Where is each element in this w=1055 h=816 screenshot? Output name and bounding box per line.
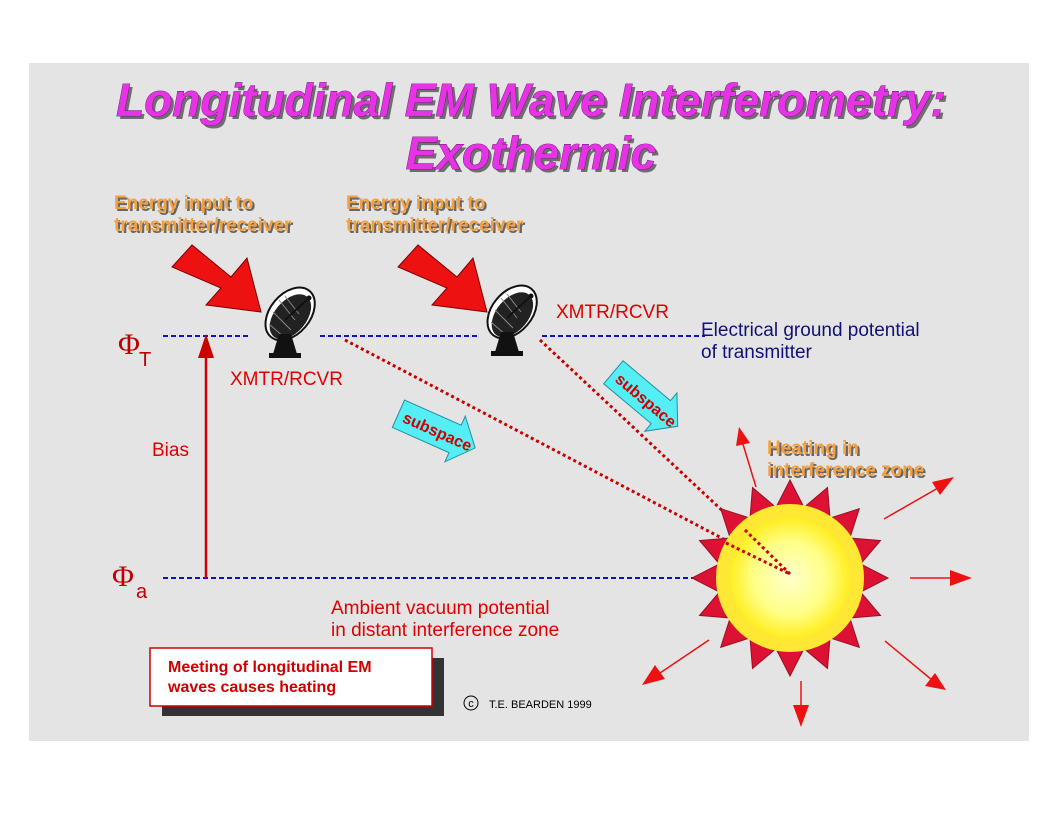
energy-label-right: Energy input to Energy input to transmit… bbox=[346, 193, 526, 238]
energy-label-right-line2: transmitter/receiver bbox=[346, 215, 524, 236]
energy-label-left-line1: Energy input to bbox=[114, 193, 253, 214]
heating-label: Heating in Heating in interference zone … bbox=[767, 438, 926, 483]
satellite-dish-left-icon bbox=[264, 286, 316, 358]
transmitter-desc-line1: Electrical ground potential bbox=[701, 320, 920, 341]
heat-arrow-down-right bbox=[884, 640, 946, 690]
heat-arrow-down-left bbox=[642, 639, 710, 685]
interference-zone-sun bbox=[690, 478, 890, 678]
note-box: Meeting of longitudinal EM waves causes … bbox=[149, 647, 444, 716]
slide-background bbox=[29, 63, 1029, 741]
heating-label-line2-shadow: interference zone bbox=[769, 462, 926, 483]
ambient-potential-description: Ambient vacuum potential in distant inte… bbox=[331, 598, 559, 641]
copyright-text: T.E. BEARDEN 1999 bbox=[489, 699, 592, 711]
energy-label-left-line2-shadow: transmitter/receiver bbox=[116, 217, 294, 238]
heat-arrow-down bbox=[793, 681, 809, 727]
note-line2: waves causes heating bbox=[167, 679, 336, 696]
title: Longitudinal EM Wave Interferometry: Lon… bbox=[116, 74, 949, 182]
phi-t-subscript: T bbox=[139, 349, 151, 371]
transceiver-label-left: XMTR/RCVR bbox=[230, 369, 343, 390]
transmitter-potential-description: Electrical ground potential of transmitt… bbox=[701, 320, 920, 363]
energy-label-left: Energy input to Energy input to transmit… bbox=[114, 193, 294, 238]
heat-arrows bbox=[642, 427, 972, 727]
title-line2: Exothermic bbox=[406, 127, 657, 179]
energy-label-right-line1-shadow: Energy input to bbox=[348, 195, 487, 216]
energy-label-left-line2: transmitter/receiver bbox=[114, 215, 292, 236]
phi-a-letter: Φ bbox=[112, 560, 134, 593]
bias-arrow bbox=[198, 334, 214, 578]
subspace-arrow-right: subspace bbox=[603, 360, 679, 432]
energy-label-right-line2-shadow: transmitter/receiver bbox=[348, 217, 526, 238]
energy-label-right-line1: Energy input to bbox=[346, 193, 485, 214]
energy-input-arrow-right bbox=[397, 244, 488, 313]
phi-t-symbol: Φ T bbox=[118, 328, 151, 371]
ambient-desc-line2: in distant interference zone bbox=[331, 620, 559, 641]
note-line1: Meeting of longitudinal EM bbox=[168, 659, 372, 676]
phi-a-symbol: Φ a bbox=[112, 560, 148, 603]
subspace-arrow-middle: subspace bbox=[391, 399, 476, 463]
heating-label-line1-shadow: Heating in bbox=[769, 440, 861, 461]
ambient-desc-line1: Ambient vacuum potential bbox=[331, 598, 550, 619]
title-line2-shadow: Exothermic bbox=[409, 130, 660, 182]
phi-a-subscript: a bbox=[136, 581, 148, 603]
copyright-symbol: c bbox=[468, 698, 474, 710]
heating-label-line1: Heating in bbox=[767, 438, 859, 459]
transceiver-label-right: XMTR/RCVR bbox=[556, 302, 669, 323]
heating-label-line2: interference zone bbox=[767, 460, 924, 481]
satellite-dish-right-icon bbox=[486, 284, 538, 356]
title-line1-shadow: Longitudinal EM Wave Interferometry: bbox=[119, 77, 949, 129]
energy-input-arrow-left bbox=[171, 244, 262, 313]
heat-arrow-up-left bbox=[736, 427, 757, 488]
heat-arrow-up-right bbox=[883, 477, 954, 520]
title-line1: Longitudinal EM Wave Interferometry: bbox=[116, 74, 946, 126]
bias-label: Bias bbox=[152, 440, 189, 461]
energy-label-left-line1-shadow: Energy input to bbox=[116, 195, 255, 216]
heat-arrow-right bbox=[910, 570, 972, 586]
phi-t-letter: Φ bbox=[118, 328, 140, 361]
copyright: c T.E. BEARDEN 1999 bbox=[463, 695, 592, 711]
transmitter-desc-line2: of transmitter bbox=[701, 342, 813, 363]
